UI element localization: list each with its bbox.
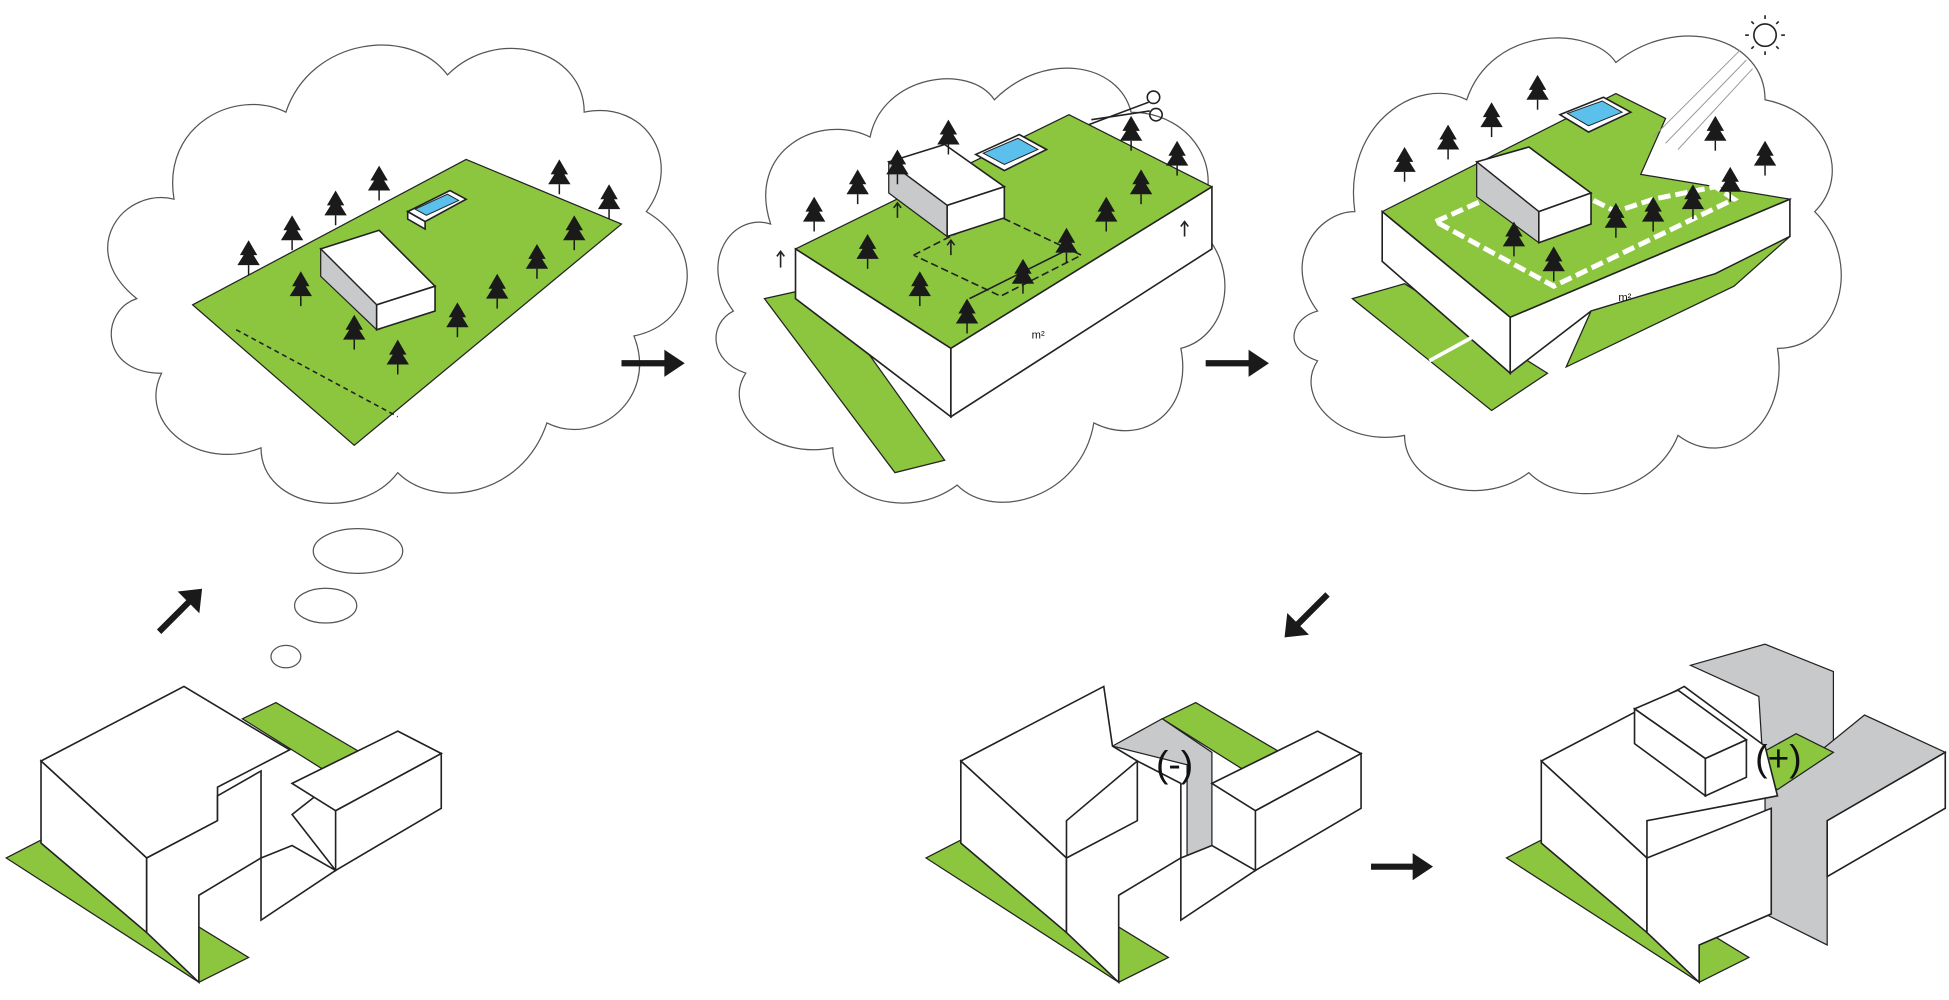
- panel-subtract: (-): [924, 685, 1363, 985]
- tree-icon: [1165, 140, 1189, 176]
- panel-lifted-site: m²: [763, 90, 1214, 474]
- tree-icon: [1641, 196, 1665, 232]
- tree-icon: [324, 190, 347, 226]
- tree-icon: [937, 119, 960, 155]
- panel-existing-blocks: [4, 685, 443, 985]
- sun-rays: [1652, 49, 1753, 150]
- tree-icon: [525, 243, 549, 279]
- tree-icon: [802, 196, 826, 232]
- tree-icon: [237, 240, 260, 276]
- tree-icon: [1681, 184, 1705, 220]
- panel-add: (+): [1505, 643, 1947, 985]
- scissors-icon: [1088, 90, 1163, 126]
- area-label-2: m²: [1618, 292, 1631, 304]
- area-label-1: m²: [1032, 329, 1045, 341]
- panel-green-roof: m²: [1351, 15, 1793, 412]
- trees: [237, 74, 1777, 375]
- arrow-right-icon: [1371, 853, 1434, 881]
- tree-icon: [1436, 124, 1460, 160]
- tree-icon: [1055, 227, 1078, 263]
- tree-icon: [886, 149, 909, 185]
- tree-icon: [386, 339, 409, 375]
- panel-open-site: [191, 158, 623, 447]
- tree-icon: [856, 234, 879, 269]
- tree-icon: [1704, 115, 1727, 151]
- tree-icon: [548, 159, 571, 195]
- tree-icon: [955, 298, 979, 334]
- tree-icon: [1095, 196, 1118, 232]
- tree-icon: [1502, 221, 1526, 257]
- tree-icon: [1526, 74, 1549, 110]
- thought-bubble-small: [270, 644, 302, 669]
- tree-icon: [597, 184, 621, 220]
- arrow-down-left-icon: [1284, 592, 1330, 638]
- tree-icon: [280, 215, 304, 251]
- arrow-up-right-icon: [156, 588, 203, 634]
- arrow-right-icon: [1205, 349, 1269, 377]
- tree-icon: [1011, 258, 1035, 294]
- tree-icon: [908, 271, 931, 307]
- raise-arrows: [776, 201, 1189, 268]
- thought-bubble-medium: [293, 587, 358, 624]
- tree-icon: [1542, 246, 1565, 282]
- tree-icon: [1119, 115, 1143, 151]
- tree-icon: [289, 271, 312, 307]
- tree-icon: [446, 302, 469, 338]
- subtract-label: (-): [1156, 743, 1193, 785]
- tree-icon: [1604, 202, 1628, 238]
- arrow-right-icon: [621, 349, 685, 377]
- tree-icon: [1753, 140, 1777, 176]
- add-label: (+): [1755, 737, 1802, 779]
- tree-icon: [846, 169, 869, 205]
- tree-icon: [1719, 166, 1742, 202]
- process-arrows: [156, 349, 1434, 881]
- tree-icon: [1480, 102, 1503, 138]
- tree-icon: [367, 165, 391, 201]
- tree-icon: [343, 314, 366, 350]
- tree-icon: [563, 215, 586, 251]
- sun-icon: [1745, 15, 1785, 56]
- tree-icon: [1393, 146, 1416, 182]
- tree-icon: [1129, 169, 1153, 205]
- thought-bubble-large: [312, 527, 404, 574]
- tree-icon: [486, 273, 509, 309]
